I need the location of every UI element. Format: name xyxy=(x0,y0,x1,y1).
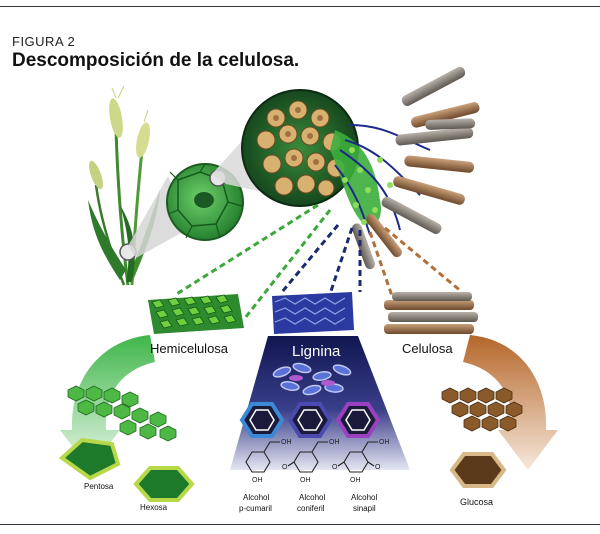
hexose-molecule xyxy=(133,466,195,502)
celulosa-label: Celulosa xyxy=(402,341,453,356)
lignocellulose-fibrils xyxy=(330,66,480,270)
alcohol-sinapil-line2: sinapil xyxy=(353,504,376,513)
glucosa-label: Glucosa xyxy=(460,497,493,507)
oh-label: OH xyxy=(300,477,311,484)
alcohol-p-cumaril-line1: Alcohol xyxy=(243,493,269,502)
top-rule xyxy=(0,6,600,7)
chemical-labels: OH OH OH OH O OH OH O O xyxy=(252,439,390,484)
alcohol-coniferil-line1: Alcohol xyxy=(299,493,325,502)
oh-label: OH xyxy=(252,477,263,484)
figure-label: FIGURA 2 xyxy=(12,34,76,49)
lignina-label: Lignina xyxy=(292,343,341,360)
cellulose-bundle xyxy=(384,292,478,334)
pentosa-label: Pentosa xyxy=(84,482,114,491)
alcohol-coniferil-line2: coniferil xyxy=(297,504,325,513)
oh-label: OH xyxy=(379,439,390,446)
hemicelulosa-label: Hemicelulosa xyxy=(150,341,229,356)
alcohol-sinapil-line1: Alcohol xyxy=(351,493,377,502)
oh-label: OH xyxy=(281,439,292,446)
alcohol-p-cumaril-line2: p-cumaril xyxy=(239,504,272,513)
oh-label: OH xyxy=(329,439,340,446)
glucose-fragments xyxy=(441,387,523,432)
dashed-connectors xyxy=(174,203,463,319)
oh-label: OH xyxy=(350,477,361,484)
pentose-molecule xyxy=(58,437,121,481)
hexosa-label: Hexosa xyxy=(140,503,168,512)
hemicellulose-fragments xyxy=(67,385,177,442)
wheat-plant-illustration xyxy=(88,85,160,286)
figure-title: Descomposición de la celulosa. xyxy=(12,50,300,71)
o-label: O xyxy=(332,464,338,471)
chemical-structures xyxy=(245,441,378,473)
o-label: O xyxy=(375,464,381,471)
hemicellulose-arrow xyxy=(60,335,155,470)
hemicellulose-block xyxy=(148,294,244,334)
glucose-molecule xyxy=(449,452,507,488)
bottom-rule xyxy=(0,524,600,525)
o-label: O xyxy=(282,464,288,471)
monolignol-rings xyxy=(239,402,381,438)
lignin-block xyxy=(272,292,354,334)
lignin-polymer-network xyxy=(272,362,352,396)
cellulose-arrow xyxy=(463,335,558,470)
microfibril-cross-section xyxy=(241,89,359,207)
